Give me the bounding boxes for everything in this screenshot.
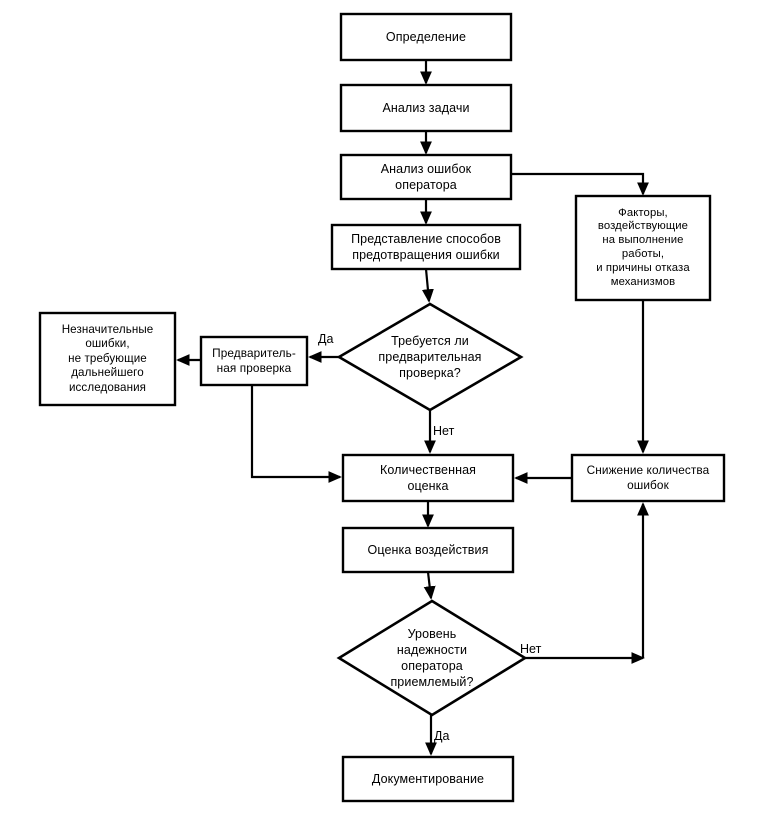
node-operator-error-analysis <box>339 153 513 201</box>
node-minor-errors <box>38 311 177 407</box>
edge-prevention-to-decision <box>421 268 434 303</box>
node-reliability-acceptable <box>336 599 528 717</box>
node-error-prevention-methods <box>330 223 522 271</box>
node-impact-assessment <box>341 526 515 574</box>
node-documentation <box>341 755 515 803</box>
node-task-analysis <box>339 83 513 133</box>
node-error-reduction <box>570 453 726 503</box>
node-need-prelim-check <box>336 302 524 412</box>
edge-prelim-to-quantitative <box>250 385 342 484</box>
node-quantitative-assessment <box>341 453 515 503</box>
edge-error-analysis-to-factors <box>511 172 650 196</box>
edge-impact-to-reliability <box>423 571 436 600</box>
node-prelim-check <box>199 335 309 387</box>
node-definition <box>339 12 513 62</box>
node-factors <box>574 194 712 302</box>
